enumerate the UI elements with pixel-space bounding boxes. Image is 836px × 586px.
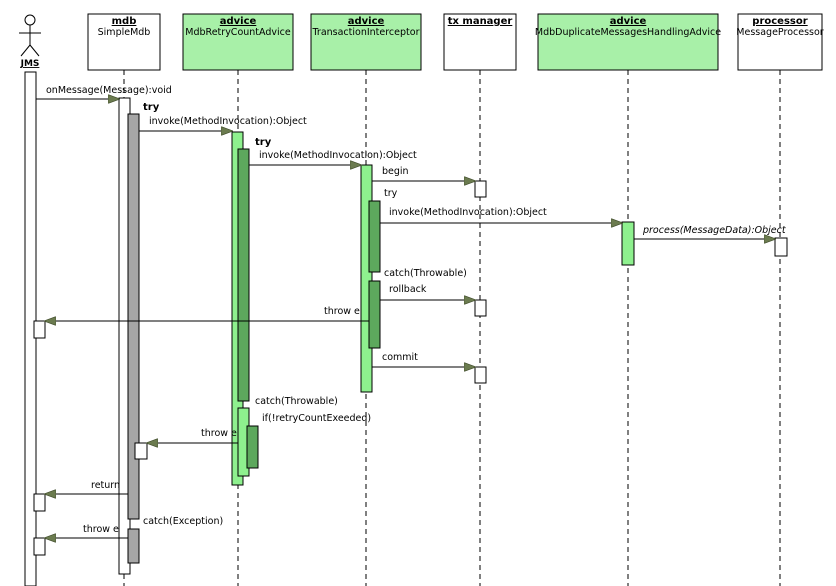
activation-tx-manager-commit bbox=[474, 366, 487, 384]
stick-figure-icon bbox=[19, 14, 41, 57]
activation-retry-try bbox=[237, 148, 250, 402]
activation-jms-return bbox=[33, 320, 46, 339]
activation-tx-manager-begin bbox=[474, 180, 487, 198]
svg-text:invoke(MethodInvocation):Objec: invoke(MethodInvocation):Object bbox=[259, 150, 417, 161]
participant-transaction-interceptor: advice TransactionInterceptor bbox=[310, 13, 422, 71]
message-process: process(MessageData):Object bbox=[634, 225, 787, 239]
message-invoke-duplicate: invoke(MethodInvocation):Object bbox=[380, 207, 622, 223]
participant-name: MdbRetryCountAdvice bbox=[185, 27, 291, 38]
participant-name: SimpleMdb bbox=[98, 27, 151, 38]
activation-mdb-catch bbox=[127, 528, 140, 564]
svg-text:process(MessageData):Object: process(MessageData):Object bbox=[642, 225, 787, 236]
fragment-label: catch(Throwable) bbox=[384, 268, 467, 279]
activation-tx-catch bbox=[368, 280, 381, 349]
message-onmessage: onMessage(Message):void bbox=[36, 85, 172, 99]
participant-retry-advice: advice MdbRetryCountAdvice bbox=[182, 13, 294, 71]
message-invoke-tx: invoke(MethodInvocation):Object bbox=[249, 150, 417, 165]
fragment-label: try bbox=[255, 137, 272, 148]
fragment-label: catch(Throwable) bbox=[255, 396, 338, 407]
activation-tx-try bbox=[368, 200, 381, 273]
participant-stereotype: mdb bbox=[112, 16, 137, 27]
svg-text:onMessage(Message):void: onMessage(Message):void bbox=[46, 85, 172, 96]
message-rollback: rollback bbox=[380, 284, 475, 300]
message-throw-e-tx: throw e bbox=[45, 306, 369, 321]
fragment-label: try bbox=[384, 188, 398, 199]
svg-text:throw e: throw e bbox=[83, 524, 119, 535]
fragment-label: if(!retryCountExeeded) bbox=[262, 413, 371, 424]
participant-message-processor: processor MessageProcessor bbox=[736, 13, 824, 71]
activation-retry-if bbox=[246, 425, 259, 469]
svg-text:throw e: throw e bbox=[324, 306, 360, 317]
svg-text:commit: commit bbox=[382, 352, 418, 363]
fragment-label: try bbox=[143, 102, 160, 113]
participant-name: MdbDuplicateMessagesHandlingAdvice bbox=[535, 27, 721, 38]
svg-text:rollback: rollback bbox=[389, 284, 427, 295]
message-throw-e-retry: throw e bbox=[147, 428, 238, 443]
participant-stereotype: processor bbox=[752, 16, 807, 27]
activation-mdb-return bbox=[134, 442, 148, 460]
actor-label: JMS bbox=[20, 59, 40, 69]
svg-text:throw e: throw e bbox=[201, 428, 237, 439]
message-begin: begin bbox=[372, 166, 475, 181]
svg-text:return: return bbox=[91, 480, 120, 491]
activation-jms-return bbox=[33, 537, 46, 556]
participant-duplicate-advice: advice MdbDuplicateMessagesHandlingAdvic… bbox=[535, 13, 721, 71]
svg-text:begin: begin bbox=[382, 166, 409, 177]
activation-tx-interceptor bbox=[360, 164, 373, 393]
participant-stereotype: advice bbox=[610, 16, 647, 27]
participant-stereotype: advice bbox=[220, 16, 257, 27]
actor-jms: JMS bbox=[19, 14, 41, 69]
participant-mdb: mdb SimpleMdb bbox=[87, 13, 161, 71]
participant-tx-manager: tx manager bbox=[443, 13, 517, 71]
svg-text:invoke(MethodInvocation):Objec: invoke(MethodInvocation):Object bbox=[389, 207, 547, 218]
message-commit: commit bbox=[372, 352, 475, 367]
activation-mdb-try bbox=[127, 113, 140, 520]
message-invoke-retry: invoke(MethodInvocation):Object bbox=[139, 116, 307, 131]
participant-name: TransactionInterceptor bbox=[312, 27, 420, 38]
message-throw-e-mdb: throw e bbox=[45, 524, 128, 538]
participant-stereotype: tx manager bbox=[448, 16, 513, 27]
participant-stereotype: advice bbox=[348, 16, 385, 27]
fragment-label: catch(Exception) bbox=[143, 516, 223, 527]
activation-jms-return bbox=[33, 493, 46, 512]
activation-duplicate-advice bbox=[621, 221, 635, 266]
participant-name: MessageProcessor bbox=[736, 27, 823, 38]
message-return: return bbox=[45, 480, 128, 494]
activation-processor bbox=[774, 237, 788, 257]
activation-tx-manager-rollback bbox=[474, 299, 487, 317]
svg-text:invoke(MethodInvocation):Objec: invoke(MethodInvocation):Object bbox=[149, 116, 307, 127]
